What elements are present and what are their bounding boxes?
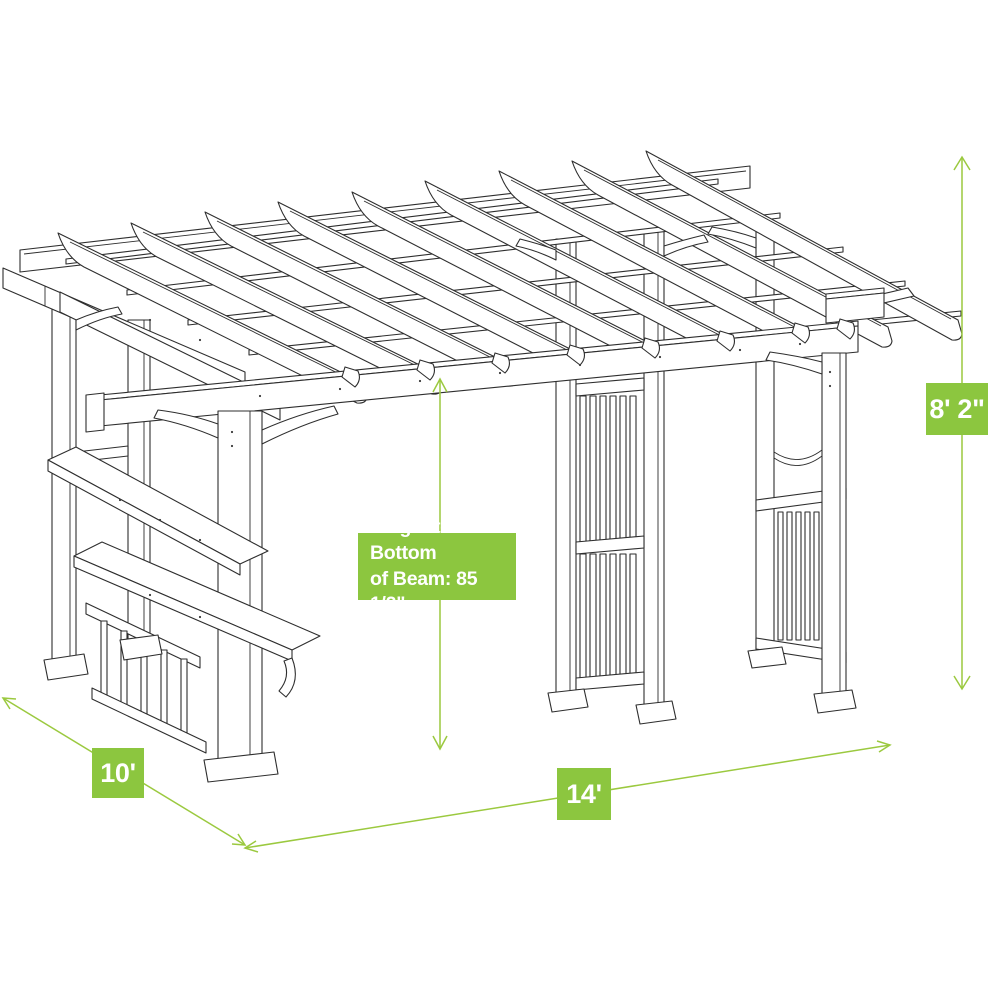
middle-slat-panel-lower (579, 553, 637, 679)
side-depth-label: 10' (92, 748, 144, 798)
corner-braces (75, 226, 823, 445)
front-width-value: 14' (566, 778, 602, 809)
rafter-tails (341, 318, 856, 388)
bar-counter (47, 446, 321, 698)
rafters (57, 150, 963, 404)
post-feet (43, 634, 857, 783)
roof-structure (2, 150, 963, 433)
right-height-label: 8' 2" (926, 383, 988, 435)
front-left-slat-panel (85, 602, 207, 754)
side-depth-value: 10' (100, 757, 136, 788)
beam-height-label: Height to Bottom of Beam: 85 1/2" (358, 516, 516, 615)
beam-height-line1: Height to Bottom (370, 516, 452, 564)
screw-holes (148, 318, 802, 398)
front-width-label: 14' (557, 768, 611, 820)
front-posts (217, 352, 847, 763)
front-beam (85, 287, 915, 433)
middle-slat-panel (579, 395, 637, 543)
beam-height-line2: of Beam: 85 1/2" (370, 567, 478, 616)
right-height-value: 8' 2" (929, 393, 985, 424)
